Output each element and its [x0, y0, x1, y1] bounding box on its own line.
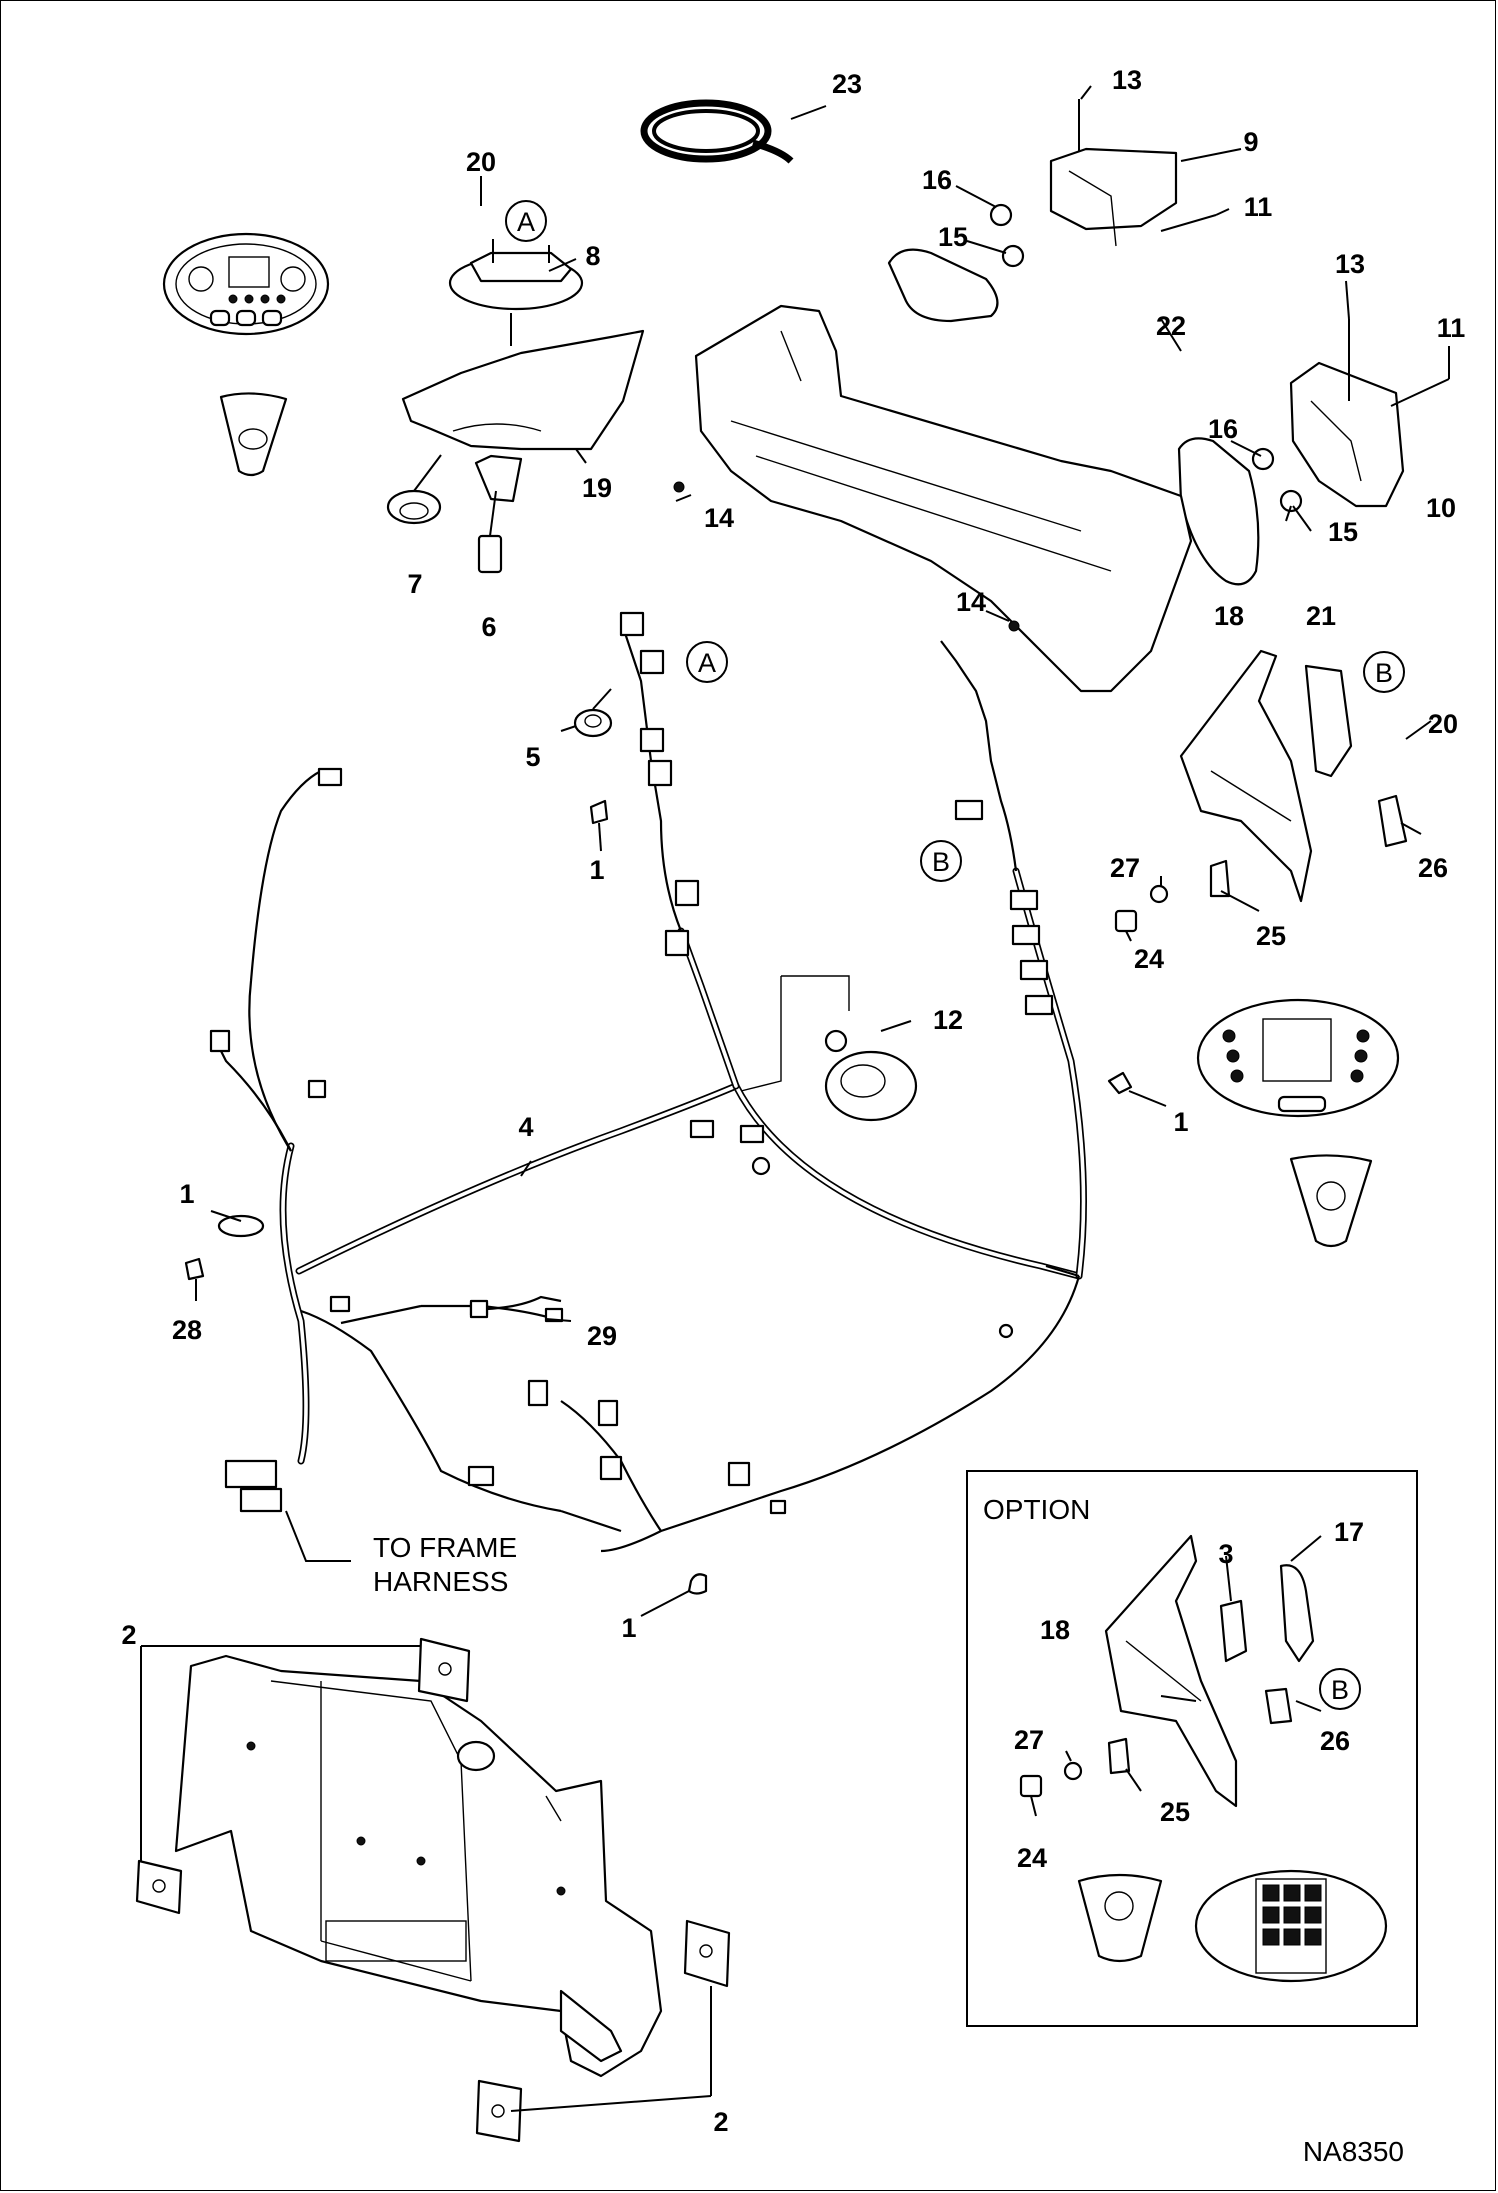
label-21: 21 — [1306, 601, 1336, 631]
label-7: 7 — [407, 569, 422, 599]
label-4: 4 — [518, 1112, 533, 1142]
label-1: 1 — [589, 855, 604, 885]
callout-B-harness: B — [920, 840, 962, 882]
option-box-title: OPTION — [983, 1494, 1090, 1525]
label-24: 24 — [1134, 944, 1164, 974]
leaders-2 — [140, 1645, 712, 2112]
sensor-29 — [469, 1295, 562, 1319]
svg-text:B: B — [1331, 1675, 1349, 1705]
joystick-pod-18 — [1114, 649, 1408, 933]
label-5: 5 — [525, 742, 540, 772]
part-labels: 1 1 1 1 2 2 3 4 5 6 7 8 9 10 11 11 12 13… — [121, 65, 1465, 2137]
frame-crossmember — [673, 304, 1193, 693]
label-15: 15 — [1328, 517, 1358, 547]
label-8: 8 — [585, 241, 600, 271]
label-25: 25 — [1160, 1797, 1190, 1827]
switch-6 — [477, 490, 503, 574]
label-1: 1 — [621, 1613, 636, 1643]
label-27: 27 — [1014, 1725, 1044, 1755]
key-switch-bezel — [219, 392, 288, 477]
label-23: 23 — [832, 69, 862, 99]
label-13: 13 — [1335, 249, 1365, 279]
label-15: 15 — [938, 222, 968, 252]
label-2: 2 — [121, 1620, 136, 1650]
label-13: 13 — [1112, 65, 1142, 95]
label-11: 11 — [1244, 192, 1273, 222]
label-28: 28 — [172, 1315, 202, 1345]
label-22: 22 — [1156, 311, 1186, 341]
option-box — [966, 1470, 1418, 2027]
label-1: 1 — [1173, 1107, 1188, 1137]
rear-panel-assembly — [174, 1654, 663, 2078]
label-24: 24 — [1017, 1843, 1047, 1873]
label-17: 17 — [1334, 1517, 1364, 1547]
clip-1 — [210, 799, 1133, 1595]
diagram-id: NA8350 — [1303, 2136, 1404, 2167]
control-box-9 — [989, 99, 1217, 268]
label-26: 26 — [1320, 1726, 1350, 1756]
label-20: 20 — [466, 147, 496, 177]
instrument-cluster-display — [162, 232, 330, 336]
label-26: 26 — [1418, 853, 1448, 883]
label-19: 19 — [582, 473, 612, 503]
svg-text:A: A — [698, 648, 716, 678]
label-25: 25 — [1256, 921, 1286, 951]
display-panel — [1196, 998, 1400, 1118]
label-16: 16 — [1208, 414, 1238, 444]
label-2: 2 — [713, 2107, 728, 2137]
label-9: 9 — [1243, 127, 1258, 157]
label-1: 1 — [179, 1179, 194, 1209]
control-box-10 — [1251, 319, 1450, 513]
frame-harness-leader — [285, 1510, 351, 1562]
harness-branches — [210, 620, 1081, 1553]
option-keypad — [1194, 1869, 1388, 1983]
label-10: 10 — [1426, 493, 1456, 523]
label-14: 14 — [956, 587, 986, 617]
leader-lines — [480, 85, 1450, 1817]
svg-text:B: B — [932, 847, 950, 877]
label-29: 29 — [587, 1321, 617, 1351]
callout-B-pod: B — [1363, 651, 1405, 693]
label-11: 11 — [1437, 313, 1466, 343]
label-27: 27 — [1110, 853, 1140, 883]
harness-connectors — [209, 611, 1054, 1515]
label-16: 16 — [922, 165, 952, 195]
note-to-frame-line1: TO FRAME — [373, 1532, 517, 1563]
main-wire-harness-4 — [279, 867, 1087, 1465]
plates-2 — [135, 1637, 731, 2143]
component-7 — [386, 454, 442, 525]
option-key-panel — [1077, 1873, 1163, 1963]
svg-text:B: B — [1375, 658, 1393, 688]
grommet-5 — [573, 688, 613, 738]
callout-B-option: B — [1319, 1668, 1361, 1710]
callout-A-harness: A — [686, 641, 728, 683]
label-18: 18 — [1214, 601, 1244, 631]
label-14: 14 — [704, 503, 734, 533]
svg-text:A: A — [517, 207, 535, 237]
dash-panel-19 — [401, 313, 645, 503]
horn-12 — [740, 975, 918, 1122]
label-12: 12 — [933, 1005, 963, 1035]
seal-22 — [887, 248, 1260, 586]
fastener-28 — [184, 1257, 205, 1301]
label-3: 3 — [1218, 1539, 1233, 1569]
display-housing-8 — [448, 239, 584, 311]
seal-23 — [640, 99, 794, 164]
note-to-frame-line2: HARNESS — [373, 1566, 508, 1597]
label-6: 6 — [481, 612, 496, 642]
label-20: 20 — [1428, 709, 1458, 739]
callout-A-top: A — [505, 200, 547, 242]
option-joystick-pod — [1019, 1534, 1315, 1808]
key-switch-panel — [1289, 1154, 1373, 1248]
label-18: 18 — [1040, 1615, 1070, 1645]
